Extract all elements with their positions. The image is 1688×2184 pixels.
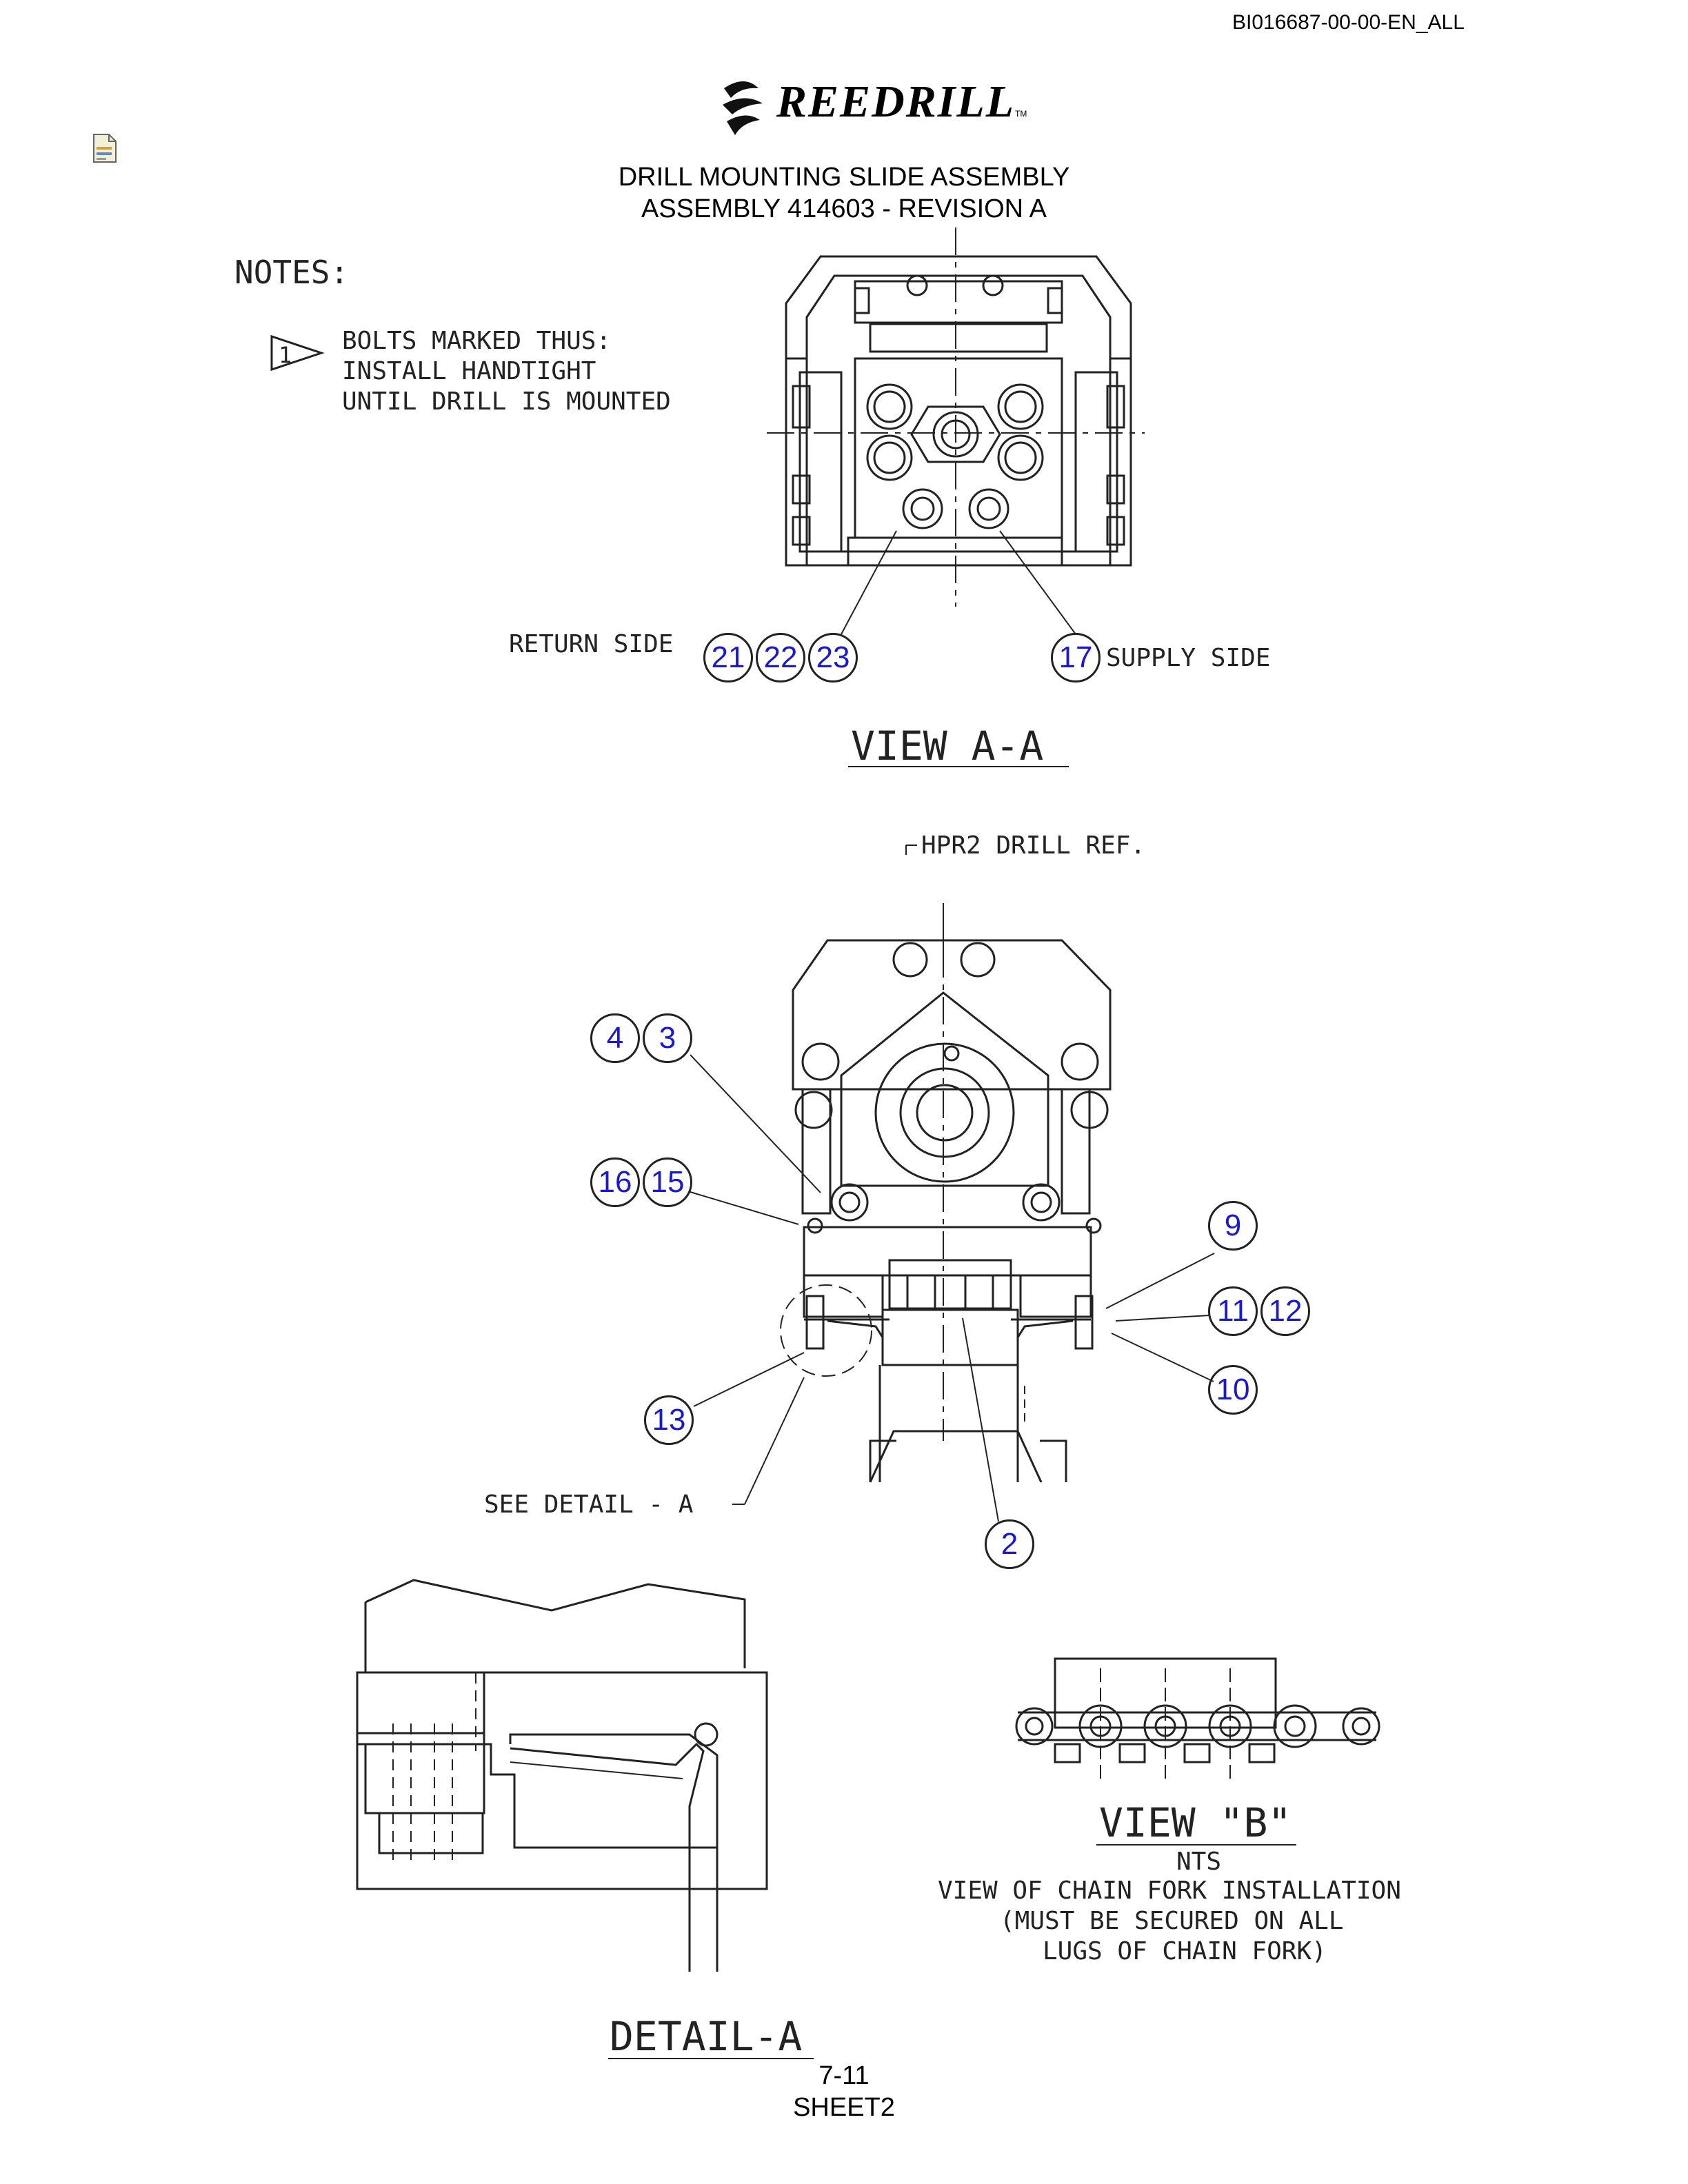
company-logo: REEDRILL TM: [717, 74, 1034, 136]
page-number: 7-11: [818, 2061, 870, 2090]
main-view-drawing: [780, 845, 1112, 1483]
balloon-22[interactable]: 22: [756, 633, 805, 682]
sheet-label: SHEET2: [793, 2093, 895, 2122]
view-b-drawing: [1015, 1657, 1380, 1779]
balloon-11[interactable]: 11: [1208, 1286, 1258, 1336]
balloon-4[interactable]: 4: [590, 1013, 640, 1063]
view-b-desc-2: (MUST BE SECURED ON ALL: [1000, 1907, 1344, 1935]
balloon-16[interactable]: 16: [590, 1157, 640, 1207]
view-aa-drawing: [767, 228, 1145, 635]
drawing-title: DRILL MOUNTING SLIDE ASSEMBLY: [618, 163, 1070, 192]
supply-side-label: SUPPLY SIDE: [1106, 644, 1271, 672]
detail-a-title: DETAIL-A: [610, 2013, 803, 2060]
balloon-17[interactable]: 17: [1051, 633, 1101, 682]
balloon-15[interactable]: 15: [643, 1157, 692, 1207]
balloon-23[interactable]: 23: [808, 633, 858, 682]
logo-trademark: TM: [1015, 109, 1027, 119]
note-marker-number: 1: [279, 342, 292, 368]
view-b-scale: NTS: [1176, 1848, 1222, 1876]
balloon-2[interactable]: 2: [985, 1519, 1034, 1569]
view-aa-title: VIEW A-A: [851, 722, 1044, 769]
document-id: BI016687-00-00-EN_ALL: [1232, 11, 1465, 34]
reedrill-swirl-icon: [723, 81, 763, 135]
document-icon[interactable]: [91, 133, 119, 163]
drawing-subtitle: ASSEMBLY 414603 - REVISION A: [641, 194, 1047, 223]
balloon-13[interactable]: 13: [644, 1395, 694, 1445]
balloon-10[interactable]: 10: [1208, 1365, 1258, 1415]
balloon-3[interactable]: 3: [643, 1013, 692, 1063]
view-b-desc-3: LUGS OF CHAIN FORK): [1043, 1937, 1327, 1965]
note-line-3: UNTIL DRILL IS MOUNTED: [342, 387, 671, 416]
note-line-2: INSTALL HANDTIGHT: [342, 357, 596, 385]
balloon-12[interactable]: 12: [1260, 1286, 1310, 1336]
balloon-21[interactable]: 21: [703, 633, 753, 682]
view-b-desc-1: VIEW OF CHAIN FORK INSTALLATION: [938, 1877, 1401, 1905]
leader-lines: [690, 1054, 1215, 1522]
return-side-label: RETURN SIDE: [509, 630, 674, 658]
note-marker-triangle: 1: [270, 334, 324, 372]
view-b-title: VIEW "B": [1099, 1799, 1292, 1846]
see-detail-a-label: SEE DETAIL - A: [484, 1490, 694, 1519]
balloon-9[interactable]: 9: [1208, 1201, 1258, 1251]
note-line-1: BOLTS MARKED THUS:: [342, 327, 612, 355]
detail-a-drawing: [356, 1579, 768, 1972]
logo-wordmark: REEDRILL: [776, 77, 1016, 127]
notes-heading: NOTES:: [234, 254, 350, 291]
hpr2-ref-label: HPR2 DRILL REF.: [921, 831, 1146, 860]
